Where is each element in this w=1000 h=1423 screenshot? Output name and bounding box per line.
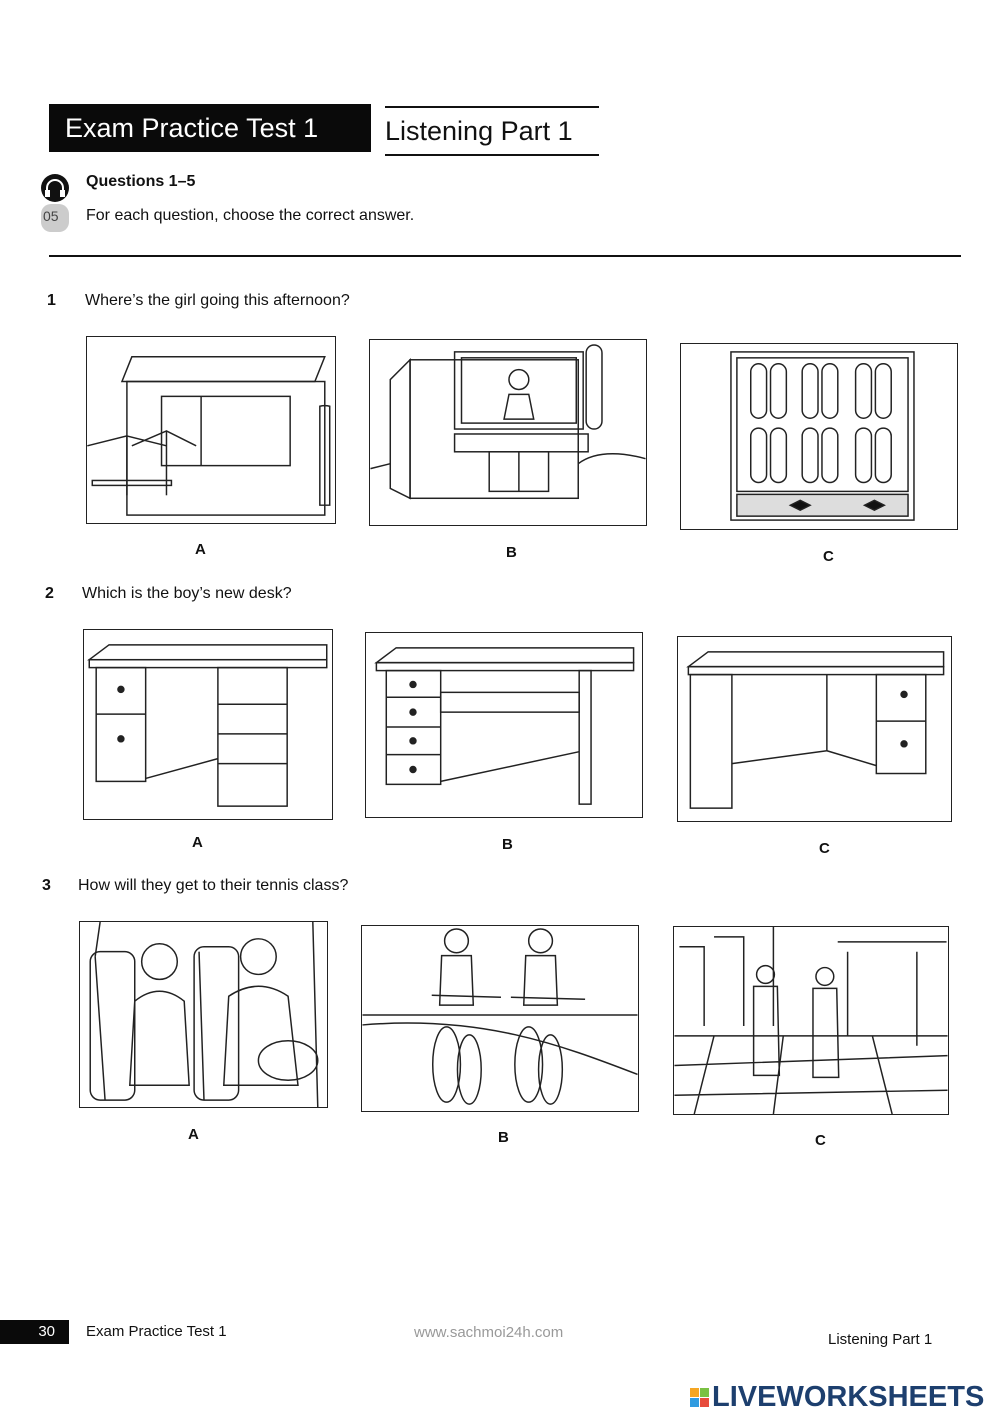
section-title: Listening Part 1 [385, 106, 599, 156]
desk-drawers-illustration [374, 647, 635, 805]
option-label: C [815, 1132, 826, 1149]
audio-track[interactable]: 05 [40, 172, 70, 234]
footer-test-title: Exam Practice Test 1 [86, 1323, 227, 1340]
option-label: A [195, 541, 206, 558]
instruction: For each question, choose the correct an… [86, 207, 415, 224]
questions-heading: Questions 1–5 [86, 173, 196, 190]
liveworksheets-logo[interactable]: LIVEWORKSHEETS [690, 1381, 984, 1414]
option-label: B [498, 1129, 509, 1146]
option-label: B [502, 836, 513, 853]
headphones-icon [41, 174, 69, 232]
option-image-desk-shelves[interactable] [83, 629, 333, 820]
option-label: C [823, 548, 834, 565]
track-number: 05 [43, 208, 59, 224]
boys-walking-illustration [674, 927, 948, 1114]
question-number: 2 [45, 585, 54, 602]
cinema-illustration [370, 344, 646, 500]
boys-on-bus-illustration [89, 922, 319, 1107]
cafe-illustration [87, 356, 331, 516]
option-image-desk-plain[interactable] [677, 636, 952, 822]
option-label: A [192, 834, 203, 851]
brand-name: LIVEWORKSHEETS [712, 1381, 985, 1413]
desk-shelves-illustration [87, 644, 328, 807]
footer-url: www.sachmoi24h.com [414, 1324, 564, 1341]
option-label: C [819, 840, 830, 857]
option-image-bikes[interactable] [361, 925, 639, 1112]
question-number: 1 [47, 292, 56, 309]
page-number: 30 [0, 1320, 69, 1344]
question-number: 3 [42, 877, 51, 894]
question-text: How will they get to their tennis class? [78, 877, 349, 894]
test-title: Exam Practice Test 1 [49, 104, 371, 152]
option-image-walking[interactable] [673, 926, 949, 1115]
option-label: A [188, 1126, 199, 1143]
option-image-cafe[interactable] [86, 336, 336, 524]
question-text: Where’s the girl going this afternoon? [85, 292, 350, 309]
boys-on-bikes-illustration [362, 928, 638, 1105]
question-text: Which is the boy’s new desk? [82, 585, 292, 602]
logo-tiles-icon [690, 1388, 709, 1407]
desk-plain-illustration [686, 651, 945, 809]
option-label: B [506, 544, 517, 561]
option-image-bus[interactable] [79, 921, 328, 1108]
footer-section: Listening Part 1 [828, 1331, 933, 1348]
option-image-cinema[interactable] [369, 339, 647, 526]
option-image-skateboard-shop[interactable] [680, 343, 958, 530]
option-image-desk-drawers[interactable] [365, 632, 643, 818]
divider [49, 255, 961, 257]
skateboard-shop-illustration [730, 351, 915, 521]
